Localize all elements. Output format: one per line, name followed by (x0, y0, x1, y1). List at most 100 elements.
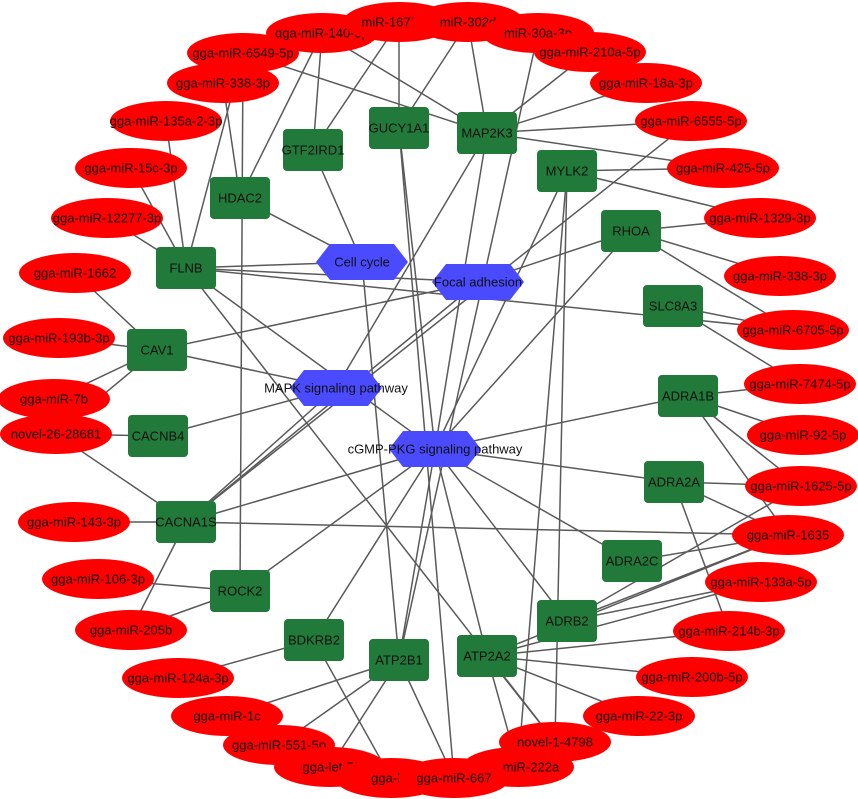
gene-node-mylk2[interactable]: MYLK2 (537, 150, 597, 192)
mirna-ellipse (583, 696, 695, 736)
edge-p4-g19 (434, 448, 488, 657)
pathway-label: MAPK signaling pathway (264, 381, 408, 396)
edge-g13-m25 (185, 521, 789, 536)
mirna-node-gga-mir-210a-5p[interactable]: gga-miR-210a-5p (534, 32, 646, 72)
mirna-node-gga-mir-124a-3p[interactable]: gga-miR-124a-3p (122, 658, 234, 698)
mirna-node-gga-mir-193b-3p[interactable]: gga-miR-193b-3p (3, 318, 115, 358)
mirna-node-gga-mir-214b-3p[interactable]: gga-miR-214b-3p (673, 611, 785, 651)
gene-node-atp2a2[interactable]: ATP2A2 (457, 635, 517, 677)
mirna-ellipse (187, 33, 299, 73)
mirna-node-gga-mir-92-5p[interactable]: gga-miR-92-5p (747, 415, 858, 455)
edge-p4-g15 (239, 448, 436, 592)
mirna-ellipse (75, 610, 187, 650)
mirna-node-gga-mir-338-3p[interactable]: gga-miR-338-3p (724, 256, 836, 296)
gene-box (457, 635, 517, 677)
mirna-ellipse (0, 379, 110, 419)
edge-p3-g2 (335, 132, 488, 389)
mirna-node-gga-mir-22-3p[interactable]: gga-miR-22-3p (583, 696, 695, 736)
mirna-label: gga-miR-22-3p (596, 709, 683, 724)
mirna-node-gga-mir-15c-3p[interactable]: gga-miR-15c-3p (75, 148, 187, 188)
gene-node-flnb[interactable]: FLNB (156, 247, 216, 289)
gene-node-slc8a3[interactable]: SLC8A3 (643, 285, 703, 327)
mirna-label: gga-miR-1625-5p (750, 479, 851, 494)
gene-label: MYLK2 (546, 164, 589, 179)
gene-node-rock2[interactable]: ROCK2 (210, 570, 270, 612)
mirna-ellipse (724, 256, 836, 296)
gene-box (284, 619, 344, 661)
gene-node-adrb2[interactable]: ADRB2 (537, 600, 597, 642)
edge-g7-m9 (165, 120, 187, 269)
mirna-label: novel-1-4798 (517, 735, 593, 750)
mirna-node-novel-26-28681[interactable]: novel-26-28681 (0, 414, 112, 454)
mirna-node-gga-mir-6549-5p[interactable]: gga-miR-6549-5p (187, 33, 299, 73)
gene-node-adra2c[interactable]: ADRA2C (602, 540, 662, 582)
edge-g13-m10 (185, 120, 692, 523)
gene-box (156, 501, 216, 543)
gene-node-adra1b[interactable]: ADRA1B (658, 375, 718, 417)
mirna-label: gga-miR-133a-5p (710, 575, 811, 590)
gene-node-atp2b1[interactable]: ATP2B1 (369, 639, 429, 681)
pathway-node-cell-cycle[interactable]: Cell cycle (316, 244, 408, 280)
gene-box (369, 107, 429, 149)
gene-node-gucy1a1[interactable]: GUCY1A1 (369, 107, 430, 149)
mirna-label: miR-302d (440, 15, 496, 30)
gene-node-cav1[interactable]: CAV1 (127, 329, 187, 371)
mirna-node-gga-mir-143-3p[interactable]: gga-miR-143-3p (18, 502, 130, 542)
gene-label: FLNB (169, 261, 202, 276)
mirna-node-gga-mir-1329-3p[interactable]: gga-miR-1329-3p (704, 198, 816, 238)
gene-node-bdkrb2[interactable]: BDKRB2 (284, 619, 344, 661)
pathway-node-cgmp-pkg-signaling-pathway[interactable]: cGMP-PKG signaling pathway (348, 431, 523, 467)
gene-label: CACNB4 (132, 429, 185, 444)
mirna-ellipse (635, 101, 747, 141)
mirna-ellipse (19, 253, 131, 293)
mirna-node-gga-mir-425-5p[interactable]: gga-miR-425-5p (667, 148, 779, 188)
mirna-label: gga-miR-193b-3p (8, 331, 109, 346)
mirna-node-gga-mir-338-3p[interactable]: gga-miR-338-3p (167, 63, 279, 103)
mirna-ellipse (18, 502, 130, 542)
mirna-ellipse (534, 32, 646, 72)
mirna-node-gga-mir-12277-3p[interactable]: gga-miR-12277-3p (51, 198, 163, 238)
gene-box (643, 285, 703, 327)
gene-label: CAV1 (141, 343, 174, 358)
mirna-ellipse (398, 758, 510, 798)
edge-g12-m29 (673, 481, 730, 632)
gene-node-hdac2[interactable]: HDAC2 (210, 177, 270, 219)
gene-label: MAP2K3 (461, 126, 512, 141)
gene-box (537, 600, 597, 642)
mirna-node-gga-mir-205b[interactable]: gga-miR-205b (75, 610, 187, 650)
mirna-ellipse (42, 559, 154, 599)
mirna-node-gga-mir-106-3p[interactable]: gga-miR-106-3p (42, 559, 154, 599)
mirna-node-gga-mir-133a-5p[interactable]: gga-miR-133a-5p (705, 562, 817, 602)
mirna-ellipse (745, 466, 857, 506)
mirna-node-gga-mir-135a-2-3p[interactable]: gga-miR-135a-2-3p (110, 101, 223, 141)
gene-label: ADRA1B (662, 389, 714, 404)
mirna-node-gga-mir-7474-5p[interactable]: gga-miR-7474-5p (744, 364, 856, 404)
gene-node-rhoa[interactable]: RHOA (601, 210, 661, 252)
mirna-node-gga-mir-1c[interactable]: gga-miR-1c (171, 696, 283, 736)
gene-node-cacna1s[interactable]: CACNA1S (155, 501, 217, 543)
edge-g5-m1 (239, 32, 323, 199)
gene-label: CACNA1S (155, 515, 217, 530)
mirna-node-gga-mir-1625-5p[interactable]: gga-miR-1625-5p (745, 466, 857, 506)
mirna-node-gga-mir-6705-5p[interactable]: gga-miR-6705-5p (737, 310, 849, 350)
gene-node-gtf2ird1[interactable]: GTF2IRD1 (282, 129, 345, 171)
mirna-label: gga-miR-338-3p (176, 76, 270, 91)
mirna-node-gga-mir-200b-5p[interactable]: gga-miR-200b-5p (636, 657, 748, 697)
gene-box (210, 570, 270, 612)
mirna-ellipse (636, 657, 748, 697)
gene-node-cacnb4[interactable]: CACNB4 (128, 415, 188, 457)
gene-node-map2k3[interactable]: MAP2K3 (457, 112, 517, 154)
mirna-node-gga-mir-1662[interactable]: gga-miR-1662 (19, 253, 131, 293)
mirna-node-gga-mir-667[interactable]: gga-miR-667 (398, 758, 510, 798)
mirna-ellipse (673, 611, 785, 651)
pathway-node-mapk-signaling-pathway[interactable]: MAPK signaling pathway (264, 370, 408, 406)
mirna-node-gga-mir-18a-3p[interactable]: gga-miR-18a-3p (590, 63, 702, 103)
edge-g17-m38 (313, 639, 392, 779)
pathway-node-focal-adhesion[interactable]: Focal adhesion (432, 264, 524, 300)
mirna-node-gga-mir-7b[interactable]: gga-miR-7b (0, 379, 110, 419)
gene-node-adra2a[interactable]: ADRA2A (644, 461, 704, 503)
mirna-node-gga-mir-6555-5p[interactable]: gga-miR-6555-5p (635, 101, 747, 141)
mirna-node-gga-mir-1635[interactable]: gga-miR-1635 (732, 515, 844, 555)
mirna-ellipse (0, 414, 112, 454)
